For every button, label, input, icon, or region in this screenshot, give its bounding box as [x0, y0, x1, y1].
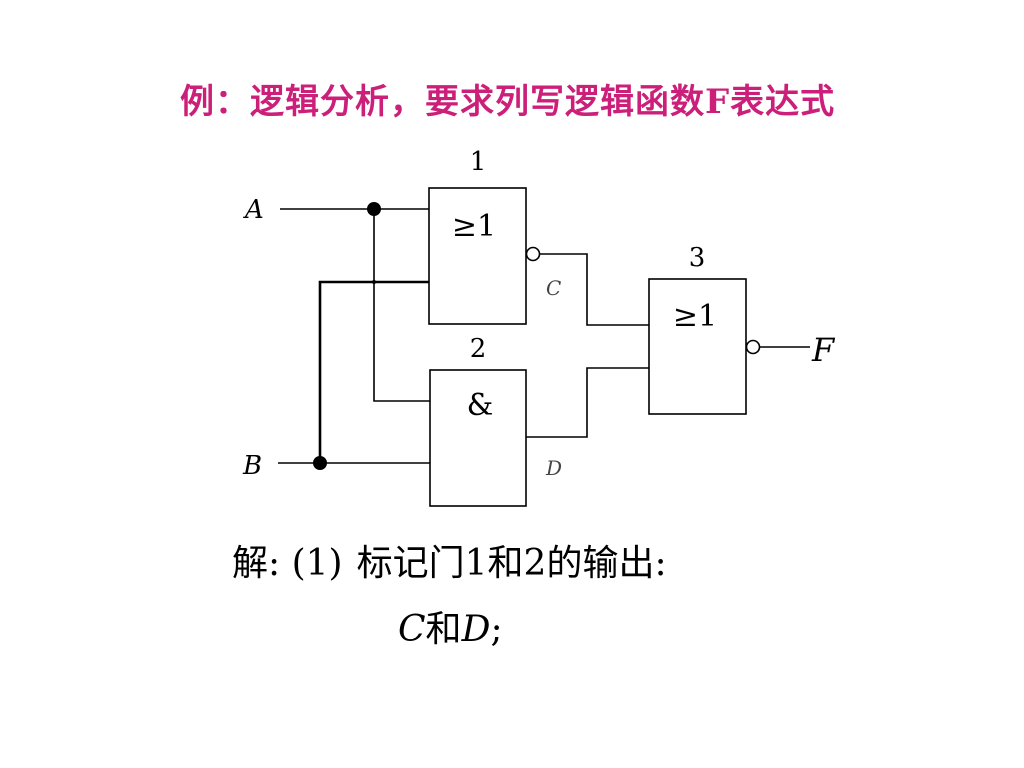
solution-colon-2: : [654, 543, 667, 584]
gate-2-symbol: & [467, 388, 494, 423]
input-label-b: B [242, 451, 262, 481]
solution-step: (1) [291, 543, 343, 584]
gate-3-number: 3 [689, 243, 706, 273]
wire-c [540, 253, 649, 326]
intermediate-label-c: C [546, 276, 561, 300]
solution-line-1: 解: (1) 标记门1和2的输出: [232, 534, 667, 586]
inversion-bubble-gate3 [745, 339, 761, 355]
solution-text-a: 标记门 [356, 543, 465, 584]
solution-line-2: C和D; [398, 600, 503, 652]
solution-prefix: 解 [232, 543, 269, 584]
gate-1-number: 1 [470, 147, 487, 177]
solution-end: ; [490, 609, 503, 650]
wire-a-to-gate2 [373, 209, 430, 402]
gate-1: 1 ≥1 [428, 147, 541, 325]
inversion-bubble-gate1 [525, 246, 541, 262]
output-label-f: F [811, 331, 836, 369]
solution-var-c: C [398, 609, 426, 650]
solution-text-b: 和 [487, 543, 524, 584]
junction-dot-b [313, 456, 327, 470]
input-label-a: A [243, 195, 264, 225]
wires [278, 208, 810, 464]
intermediate-label-d: D [545, 456, 562, 480]
solution-text-c: 的输出 [546, 543, 655, 584]
solution-colon-1: : [268, 543, 281, 584]
gate-3: 3 ≥1 [648, 243, 761, 415]
solution-num-1: 1 [464, 543, 488, 584]
solution-num-2: 2 [523, 543, 547, 584]
junction-dot-a [367, 202, 381, 216]
gate-2: 2 & [429, 334, 527, 507]
gate-2-number: 2 [470, 334, 487, 364]
solution-var-d: D [461, 609, 491, 650]
gate-1-symbol: ≥1 [452, 209, 496, 244]
wire-b-to-gate1 [318, 280, 429, 463]
solution-and: 和 [425, 609, 462, 650]
page-title: 例：逻辑分析，要求列写逻辑函数F表达式 [180, 82, 836, 122]
junction-dot-small-a [372, 280, 376, 284]
wire-d [526, 367, 649, 438]
gate-3-symbol: ≥1 [673, 299, 717, 334]
